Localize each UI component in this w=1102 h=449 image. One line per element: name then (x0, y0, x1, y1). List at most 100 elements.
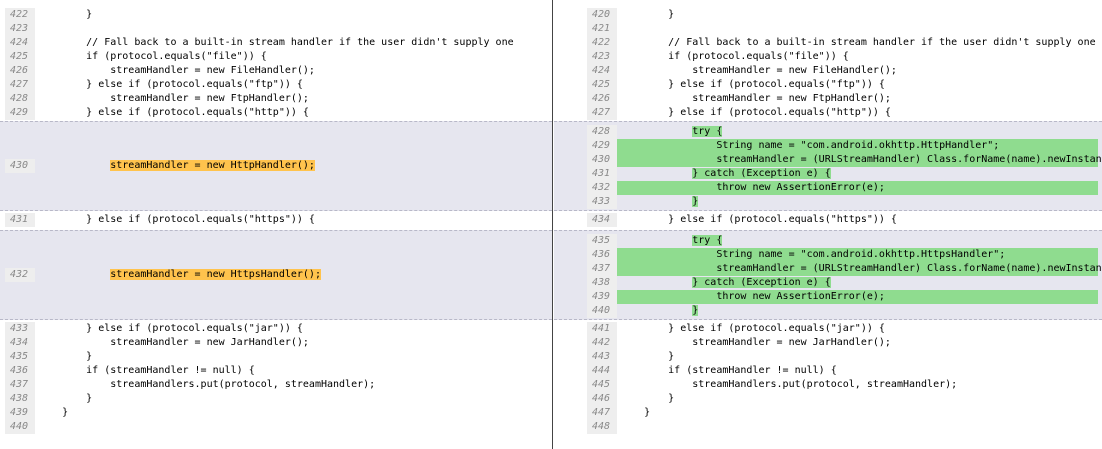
line-code[interactable]: streamHandler = new FtpHandler(); (38, 93, 309, 104)
line-number: 420 (587, 8, 617, 22)
line-code[interactable]: streamHandlers.put(protocol, streamHandl… (38, 379, 376, 390)
line-code[interactable]: streamHandler = new HttpsHandler(); (38, 268, 548, 282)
line-code[interactable]: } else if (protocol.equals("jar")) { (620, 323, 885, 334)
line-code[interactable] (620, 420, 1098, 434)
pane-divider[interactable] (552, 0, 553, 449)
line-code[interactable]: } else if (protocol.equals("http")) { (38, 107, 309, 118)
line-code[interactable]: } catch (Exception e) { (620, 276, 1098, 290)
added-line: 437 streamHandler = (URLStreamHandler) C… (554, 262, 1102, 276)
line-code[interactable]: } (38, 9, 93, 20)
line-code[interactable]: streamHandler = (URLStreamHandler) Class… (620, 154, 1102, 165)
line-code[interactable]: try { (620, 125, 1098, 139)
line-code[interactable]: } catch (Exception e) { (620, 167, 1098, 181)
line-code[interactable]: try { (620, 234, 1098, 248)
line-code[interactable]: } (620, 393, 675, 404)
code-line: 447 } (554, 406, 1102, 420)
line-code[interactable]: } else if (protocol.equals("ftp")) { (620, 79, 885, 90)
line-code[interactable]: } (620, 304, 1098, 318)
line-code[interactable]: if (streamHandler != null) { (620, 365, 837, 376)
added-code-highlight: } catch (Exception e) { (692, 277, 831, 288)
code-line: 434 } else if (protocol.equals("https"))… (554, 213, 1102, 227)
line-number: 431 (587, 167, 617, 181)
line-number: 430 (5, 159, 35, 173)
line-number: 446 (587, 392, 617, 406)
line-number: 428 (5, 92, 35, 106)
line-number: 428 (587, 125, 617, 139)
line-code[interactable]: } (38, 407, 69, 418)
line-number: 424 (587, 64, 617, 78)
added-line-highlight (587, 181, 1098, 195)
line-number: 437 (587, 262, 617, 276)
line-code[interactable]: } (620, 407, 651, 418)
code-line: 426 streamHandler = new FileHandler(); (0, 64, 552, 78)
line-number: 435 (587, 234, 617, 248)
line-number: 432 (5, 268, 35, 282)
line-number: 442 (587, 336, 617, 350)
added-line: 430 streamHandler = (URLStreamHandler) C… (554, 153, 1102, 167)
added-code-highlight: } (692, 196, 699, 207)
code-line: 424 // Fall back to a built-in stream ha… (0, 36, 552, 50)
code-line: 439 } (0, 406, 552, 420)
line-code[interactable] (620, 22, 1098, 36)
code-line: 435 } (0, 350, 552, 364)
line-code[interactable]: } else if (protocol.equals("ftp")) { (38, 79, 303, 90)
line-code[interactable]: streamHandler = new FtpHandler(); (620, 93, 891, 104)
line-code[interactable]: streamHandler = new FileHandler(); (38, 65, 315, 76)
line-code[interactable]: streamHandler = (URLStreamHandler) Class… (620, 263, 1102, 274)
line-code[interactable]: throw new AssertionError(e); (620, 291, 885, 302)
added-line: 440 } (554, 304, 1102, 318)
line-code[interactable]: } (38, 393, 93, 404)
line-code[interactable]: } else if (protocol.equals("jar")) { (38, 323, 303, 334)
line-number: 433 (5, 322, 35, 336)
line-number: 425 (587, 78, 617, 92)
code-line: 423 if (protocol.equals("file")) { (554, 50, 1102, 64)
added-line: 438 } catch (Exception e) { (554, 276, 1102, 290)
line-code[interactable] (38, 420, 548, 434)
line-code[interactable]: // Fall back to a built-in stream handle… (38, 37, 514, 48)
code-line: 420 } (554, 8, 1102, 22)
code-line: 422 // Fall back to a built-in stream ha… (554, 36, 1102, 50)
code-line: 436 if (streamHandler != null) { (0, 364, 552, 378)
line-code[interactable]: } else if (protocol.equals("https")) { (38, 214, 315, 225)
line-code[interactable]: String name = "com.android.okhttp.HttpHa… (620, 140, 1000, 151)
line-code[interactable] (38, 22, 548, 36)
line-code[interactable]: streamHandler = new HttpHandler(); (38, 159, 548, 173)
line-code[interactable]: streamHandlers.put(protocol, streamHandl… (620, 379, 958, 390)
code-line: 448 (554, 420, 1102, 434)
code-line: 440 (0, 420, 552, 434)
line-code[interactable]: if (streamHandler != null) { (38, 365, 255, 376)
line-number: 440 (5, 420, 35, 434)
line-number: 436 (5, 364, 35, 378)
line-code[interactable]: if (protocol.equals("file")) { (620, 51, 849, 62)
added-line: 436 String name = "com.android.okhttp.Ht… (554, 248, 1102, 262)
code-line: 443 } (554, 350, 1102, 364)
added-line: 428 try { (554, 125, 1102, 139)
line-code[interactable]: } (620, 9, 675, 20)
line-code[interactable]: streamHandler = new FileHandler(); (620, 65, 897, 76)
line-code[interactable]: if (protocol.equals("file")) { (38, 51, 267, 62)
line-code[interactable]: throw new AssertionError(e); (620, 182, 885, 193)
line-number: 443 (587, 350, 617, 364)
line-number: 440 (587, 304, 617, 318)
code-line: 445 streamHandlers.put(protocol, streamH… (554, 378, 1102, 392)
code-line: 431 } else if (protocol.equals("https"))… (0, 213, 552, 227)
line-code[interactable]: } else if (protocol.equals("http")) { (620, 107, 891, 118)
line-code[interactable]: String name = "com.android.okhttp.HttpsH… (620, 249, 1006, 260)
line-number: 427 (587, 106, 617, 120)
code-line: 441 } else if (protocol.equals("jar")) { (554, 322, 1102, 336)
line-number: 448 (587, 420, 617, 434)
line-code[interactable]: // Fall back to a built-in stream handle… (620, 37, 1096, 48)
line-number: 430 (587, 153, 617, 167)
line-code[interactable]: } else if (protocol.equals("https")) { (620, 214, 897, 225)
line-code[interactable]: } (620, 195, 1098, 209)
line-code[interactable]: } (620, 351, 675, 362)
code-line: 433 } else if (protocol.equals("jar")) { (0, 322, 552, 336)
code-line: 421 (554, 22, 1102, 36)
line-number: 439 (5, 406, 35, 420)
line-number: 426 (587, 92, 617, 106)
line-code[interactable]: streamHandler = new JarHandler(); (38, 337, 309, 348)
line-code[interactable]: } (38, 351, 93, 362)
line-code[interactable]: streamHandler = new JarHandler(); (620, 337, 891, 348)
